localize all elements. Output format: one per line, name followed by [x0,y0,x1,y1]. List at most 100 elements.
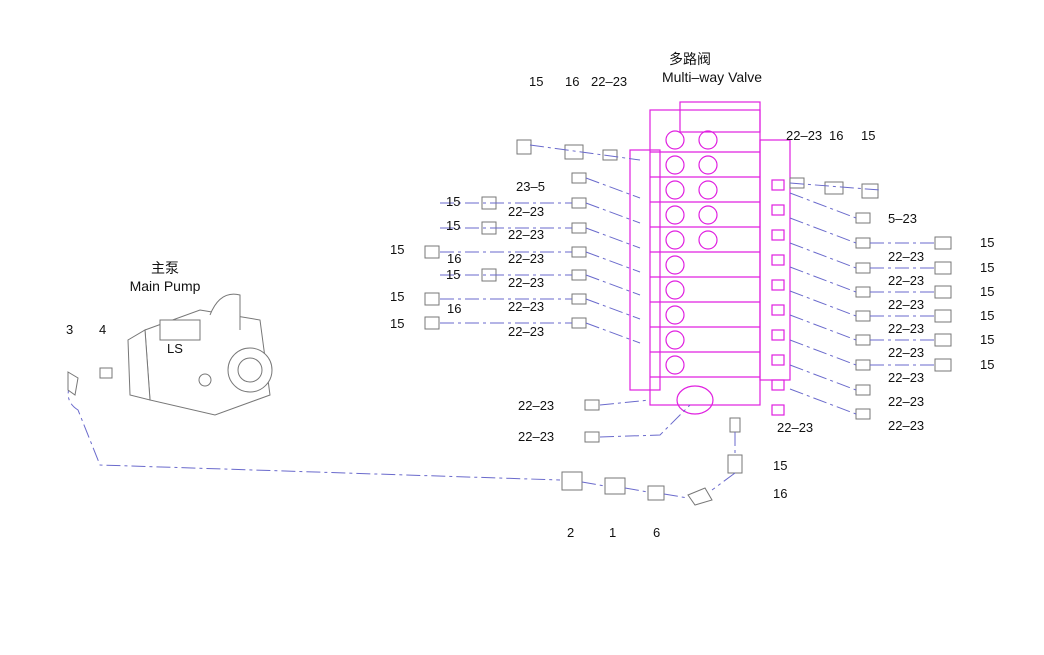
valve-title-en: Multi–way Valve [662,69,762,85]
elbow-fitting [934,309,952,323]
callout: 22–23 [888,249,924,264]
valve-side-port [771,304,785,316]
fitting [855,310,871,322]
fitting [855,408,871,420]
valve-port [665,280,685,300]
callout: 22–23 [888,370,924,385]
fitting [584,399,600,411]
callout: 15 [390,316,404,331]
fitting [855,286,871,298]
callout: 4 [99,322,106,337]
fitting [571,246,587,258]
callout: 22–23 [508,275,544,290]
elbow-fitting [424,245,440,259]
valve-port [698,230,718,250]
valve-title-cn: 多路阀 [669,51,711,67]
callout: 5–23 [888,211,917,226]
callout: 23–5 [516,179,545,194]
callout: 22–23 [888,394,924,409]
callout: 22–23 [508,324,544,339]
callout: 22–23 [888,321,924,336]
valve-port [665,330,685,350]
callout: 22–23 [518,398,554,413]
multi-way-valve [629,101,791,416]
callout: 15 [980,284,994,299]
callout: 15 [446,267,460,282]
callout: 22–23 [508,299,544,314]
valve-side-port [771,204,785,216]
fitting [855,212,871,224]
pump-title-cn: 主泵 [151,260,179,276]
callout: 15 [446,194,460,209]
valve-side-port [771,279,785,291]
callout: 15 [980,308,994,323]
valve-port [665,205,685,225]
callout: 16 [447,301,461,316]
callout: 22–23 [591,74,627,89]
valve-port [665,130,685,150]
valve-side-port [771,379,785,391]
fitting [855,334,871,346]
valve-side-port [771,229,785,241]
main-pump [99,293,273,416]
callout: 15 [446,218,460,233]
callout: 15 [861,128,875,143]
valve-side-port [771,404,785,416]
callout: 16 [447,251,461,266]
fitting [855,359,871,371]
elbow-fitting [934,236,952,250]
valve-side-port [771,179,785,191]
callout: 15 [980,235,994,250]
valve-port [665,255,685,275]
fitting [571,172,587,184]
ls-port-label: LS [167,341,183,356]
elbow-fitting [934,285,952,299]
callout: 22–23 [508,227,544,242]
callout: 22–23 [518,429,554,444]
fitting [861,183,879,199]
valve-port [665,230,685,250]
valve-port [698,205,718,225]
callout: 16 [829,128,843,143]
fitting [584,431,600,443]
valve-side-port [771,329,785,341]
bottom-fittings [561,417,743,506]
callout: 15 [980,260,994,275]
fitting [571,293,587,305]
fitting [855,237,871,249]
pump-title-en: Main Pump [130,278,201,294]
callout: 2 [567,525,574,540]
callout: 3 [66,322,73,337]
valve-port [698,180,718,200]
callout: 16 [565,74,579,89]
fitting [571,222,587,234]
callout: 16 [773,486,787,501]
fitting [571,197,587,209]
callout: 22–23 [777,420,813,435]
valve-side-port [771,354,785,366]
valve-port [665,180,685,200]
elbow-fitting [934,261,952,275]
callout: 15 [773,458,787,473]
fitting [855,262,871,274]
elbow-fitting [424,316,440,330]
valve-side-port [771,254,785,266]
callout: 15 [980,332,994,347]
callout: 15 [390,242,404,257]
valve-port [665,305,685,325]
valve-port [665,355,685,375]
callout: 6 [653,525,660,540]
callout: 22–23 [888,273,924,288]
callout: 15 [980,357,994,372]
callout: 22–23 [888,297,924,312]
valve-port [698,130,718,150]
callout: 22–23 [508,251,544,266]
callout: 22–23 [508,204,544,219]
fitting [571,317,587,329]
fitting [855,384,871,396]
elbow-fitting [934,333,952,347]
fitting [516,139,532,155]
fitting [571,269,587,281]
fitting [602,149,618,161]
